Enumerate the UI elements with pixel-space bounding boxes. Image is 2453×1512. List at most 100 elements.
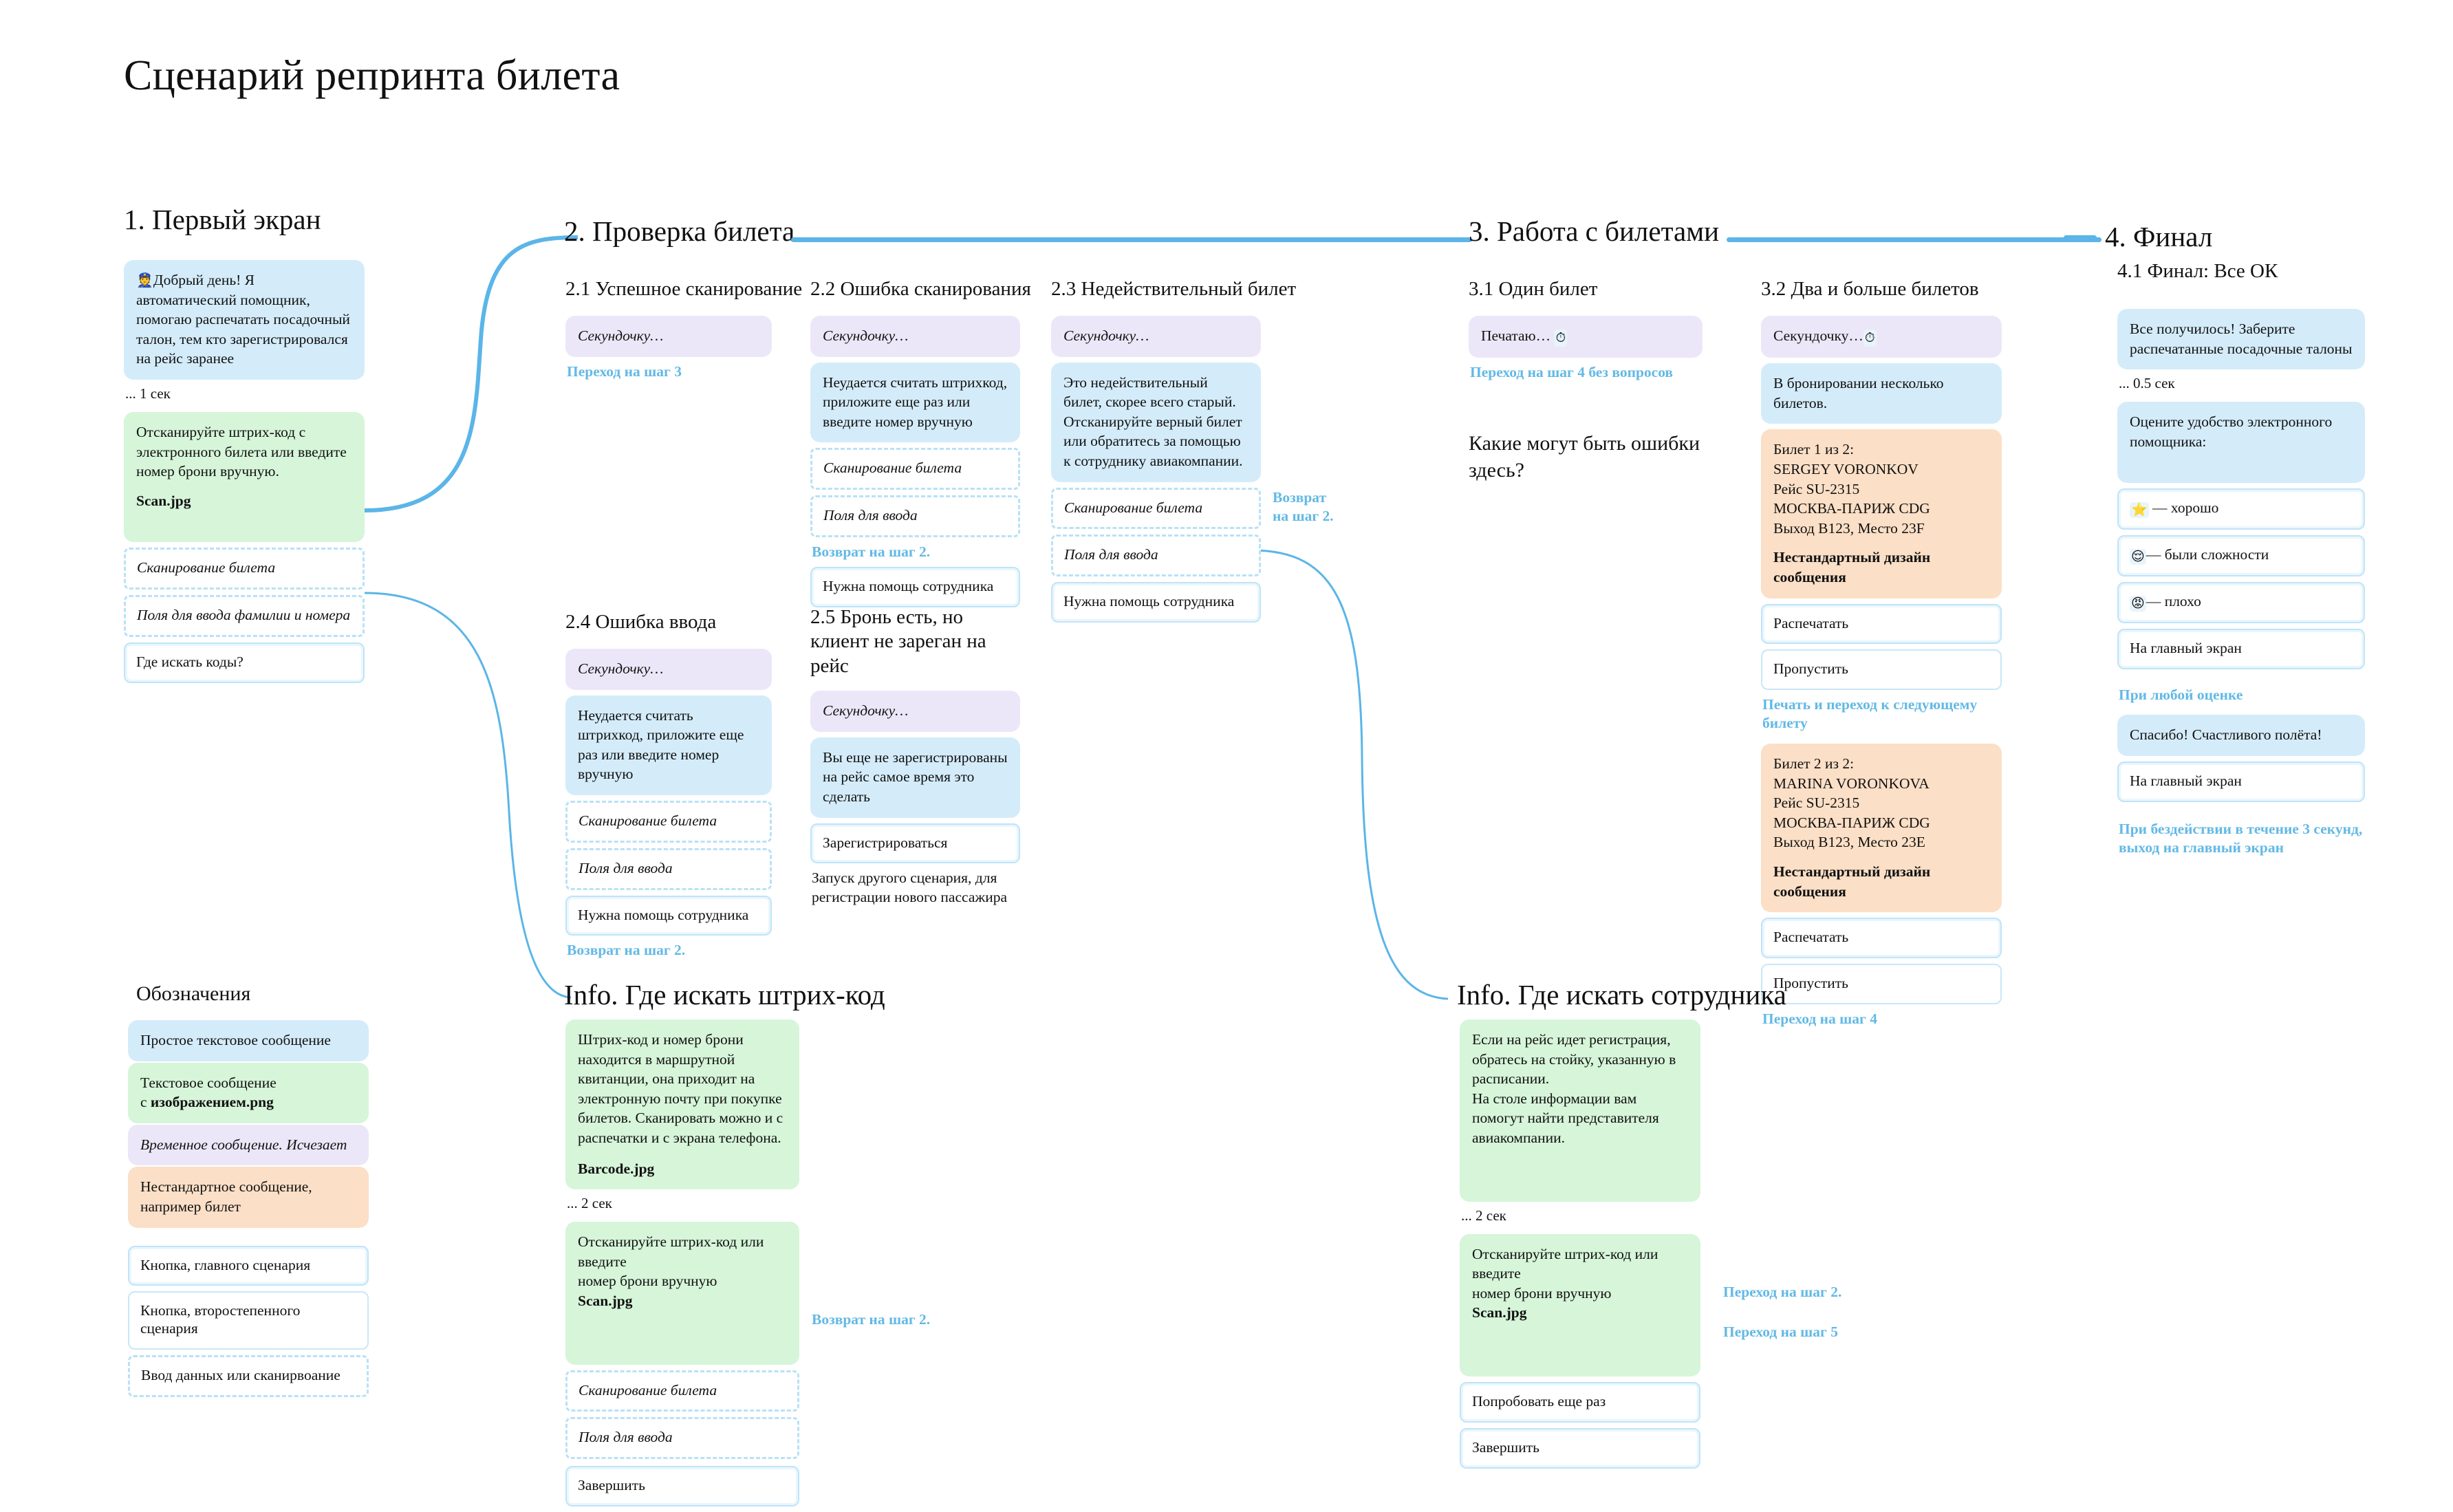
link-print-next-ticket[interactable]: Печать и переход к следующему билету <box>1762 696 1978 732</box>
barcode-scan-attachment: Scan.jpg <box>578 1292 633 1309</box>
block-4-1-title: 4.1 Финал: Все ОК <box>2117 260 2278 282</box>
link-any-rating: При любой оценке <box>2119 686 2243 703</box>
delay-note-1: ... 1 сек <box>125 385 171 402</box>
retry-button-staff[interactable]: Попробовать еще раз <box>1460 1381 1700 1423</box>
field-input-info[interactable]: Поля для ввода <box>565 1417 799 1460</box>
block-4-1: 4.1 Финал: Все ОК Все получилось! Забери… <box>2117 260 2365 868</box>
scan-attachment: Scan.jpg <box>136 492 191 509</box>
finish-button-info-barcode[interactable]: Завершить <box>565 1466 799 1506</box>
where-codes-button[interactable]: Где искать коды? <box>124 642 365 683</box>
info-staff-heading: Info. Где искать сотрудника <box>1457 979 1786 1011</box>
error-msg-22: Неудается считать штрихкод, приложите ещ… <box>810 362 1020 443</box>
rate-good-button[interactable]: ⭐ — хорошо <box>2117 488 2365 530</box>
ticket-2-line2: MARINA VORONKOVA <box>1773 775 1930 792</box>
link-back-step-2-23[interactable]: Возврат на шаг 2. <box>1273 489 1334 524</box>
legend-image-file: изображением.png <box>150 1094 274 1111</box>
print-button-2[interactable]: Распечатать <box>1761 918 2002 958</box>
rate-medium-label: — были сложности <box>2146 546 2269 563</box>
barcode-info-bubble: Штрих-код и номер брони находится в марш… <box>565 1019 799 1190</box>
info-staff-block: Если на рейс идет регистрация, обратесь … <box>1460 1019 1700 1474</box>
ticket-2-line3: Рейс SU-2315 <box>1773 795 1860 812</box>
ticket-1-line3: Рейс SU-2315 <box>1773 480 1860 497</box>
rate-bad-button[interactable]: 😡— плохо <box>2117 581 2365 623</box>
not-registered-msg-25: Вы еще не зарегистрированы на рейс самое… <box>810 737 1020 818</box>
link-step-4[interactable]: Переход на шаг 4 <box>1762 1010 1877 1027</box>
block-2-2-title: 2.2 Ошибка сканирования <box>810 278 1031 300</box>
field-scan-ticket-24[interactable]: Сканирование билета <box>565 800 772 843</box>
legend-block: Простое текстовое сообщение Текстовое со… <box>128 1020 369 1403</box>
finish-button-staff[interactable]: Завершить <box>1460 1427 1700 1469</box>
ticket-2-line4: МОСКВА-ПАРИЖ CDG <box>1773 814 1930 831</box>
stopwatch-icon: ⏱ <box>1554 330 1568 347</box>
link-step-3[interactable]: Переход на шаг 3 <box>567 363 682 380</box>
skip-button-1[interactable]: Пропустить <box>1761 649 2002 691</box>
staff-info-bubble: Если на рейс идет регистрация, обратесь … <box>1460 1019 1700 1202</box>
link-back-step-2-info[interactable]: Возврат на шаг 2. <box>812 1311 931 1328</box>
temp-bubble-21: Секундочку… <box>565 316 772 357</box>
question-errors: Какие могут быть ошибки здесь? <box>1469 432 1700 482</box>
block-2-2: 2.2 Ошибка сканирования Секундочку… Неуд… <box>810 278 1031 613</box>
link-back-step-2-24[interactable]: Возврат на шаг 2. <box>567 942 686 959</box>
delay-note-staff: ... 2 сек <box>1461 1207 1506 1224</box>
rate-bad-label: — плохо <box>2146 592 2201 609</box>
need-help-button-23[interactable]: Нужна помощь сотрудника <box>1051 582 1261 623</box>
home-button-1[interactable]: На главный экран <box>2117 628 2365 669</box>
field-scan-ticket-22[interactable]: Сканирование билета <box>810 448 1020 490</box>
scan-prompt-text: Отсканируйте штрих-код с электронного би… <box>136 423 347 480</box>
section-4-rule <box>2064 235 2097 240</box>
need-help-button-24[interactable]: Нужна помощь сотрудника <box>565 895 772 936</box>
home-button-2[interactable]: На главный экран <box>2117 762 2365 802</box>
register-button-25[interactable]: Зарегистрироваться <box>810 823 1020 864</box>
field-scan-ticket-info[interactable]: Сканирование билета <box>565 1370 799 1412</box>
relieved-face-icon: 😌 <box>2130 549 2146 565</box>
section-heading-4: 4. Финал <box>2105 221 2213 252</box>
link-step-4-no-questions[interactable]: Переход на шаг 4 без вопросов <box>1470 364 1674 381</box>
print-button-1[interactable]: Распечатать <box>1761 603 2002 645</box>
legend-plain-message: Простое текстовое сообщение <box>128 1020 369 1061</box>
field-scan-ticket-23[interactable]: Сканирование билета <box>1051 487 1261 530</box>
greeting-bubble: 👮Добрый день! Я автоматический помощник,… <box>124 260 365 380</box>
rate-good-label: — хорошо <box>2152 499 2219 517</box>
temp-bubble-24: Секундочку… <box>565 649 772 690</box>
temp-bubble-23: Секундочку… <box>1051 316 1261 357</box>
legend-image-message: Текстовое сообщение с изображением.png <box>128 1062 369 1123</box>
legend-main-button: Кнопка, главного сценария <box>128 1245 369 1286</box>
block-2-1-title: 2.1 Успешное сканирование <box>565 278 803 300</box>
field-input-name-number[interactable]: Поля для ввода фамилии и номера <box>124 595 365 637</box>
section-heading-2: 2. Проверка билета <box>564 215 795 247</box>
rate-medium-button[interactable]: 😌— были сложности <box>2117 535 2365 576</box>
legend-image-prefix: с <box>140 1094 151 1111</box>
link-step-5-staff[interactable]: Переход на шаг 5 <box>1723 1324 1838 1340</box>
rate-prompt-bubble: Оцените удобство электронного помощника: <box>2117 402 2365 484</box>
staff-prompt-line1: Отсканируйте штрих-код или введите <box>1472 1245 1658 1282</box>
greeting-text: Добрый день! Я автоматический помощник, … <box>136 272 350 367</box>
temp-bubble-25: Секундочку… <box>810 691 1020 732</box>
section-heading-3: 3. Работа с билетами <box>1469 215 1720 247</box>
legend-temp-message: Временное сообщение. Исчезает <box>128 1124 369 1166</box>
ticket-2-line1: Билет 2 из 2: <box>1773 755 1855 772</box>
link-step-2-staff[interactable]: Переход на шаг 2. <box>1723 1284 1842 1300</box>
block-2-3: 2.3 Недействительный билет Секундочку… Э… <box>1051 278 1296 628</box>
staff-prompt-line2: номер брони вручную <box>1472 1284 1612 1302</box>
field-input-24[interactable]: Поля для ввода <box>565 847 772 890</box>
block-2-5-title: 2.5 Бронь есть, но клиент не зареган на … <box>810 606 986 677</box>
ticket-1-line5: Выход B123, Место 23F <box>1773 519 1925 537</box>
link-back-step-2-22[interactable]: Возврат на шаг 2. <box>812 543 931 560</box>
printing-text: Печатаю… <box>1481 327 1551 344</box>
block-3-1-title: 3.1 Один билет <box>1469 278 1598 300</box>
legend-title: Обозначения <box>136 982 251 1005</box>
barcode-prompt-line2: номер брони вручную <box>578 1273 717 1290</box>
ticket-card-1: Билет 1 из 2: SERGEY VORONKOV Рейс SU-23… <box>1761 429 2002 598</box>
field-input-22[interactable]: Поля для ввода <box>810 495 1020 537</box>
need-help-button-22[interactable]: Нужна помощь сотрудника <box>810 566 1020 607</box>
star-icon: ⭐ <box>2130 502 2149 519</box>
info-barcode-heading: Info. Где искать штрих-код <box>564 979 885 1011</box>
field-input-23[interactable]: Поля для ввода <box>1051 534 1261 577</box>
thanks-bubble: Спасибо! Счастливого полёта! <box>2117 715 2365 757</box>
block-2-1: 2.1 Успешное сканирование Секундочку… Пе… <box>565 278 803 391</box>
skip-button-2[interactable]: Пропустить <box>1761 963 2002 1004</box>
field-scan-ticket[interactable]: Сканирование билета <box>124 548 365 590</box>
block-2-5: 2.5 Бронь есть, но клиент не зареган на … <box>810 605 1020 914</box>
barcode-info-text: Штрих-код и номер брони находится в марш… <box>578 1031 784 1146</box>
section-heading-1: 1. Первый экран <box>124 204 321 235</box>
